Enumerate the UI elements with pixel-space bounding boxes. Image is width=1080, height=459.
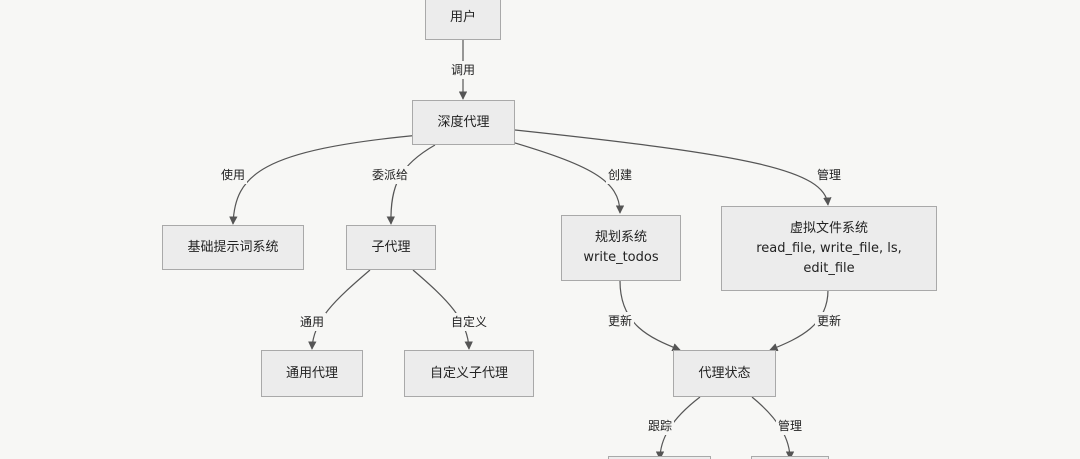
node-vfs-title: 虚拟文件系统 xyxy=(789,220,868,236)
edge-label-use: 使用 xyxy=(218,166,248,184)
node-vfs-tools-1: read_file, write_file, ls, xyxy=(756,240,902,256)
node-user-label: 用户 xyxy=(449,9,476,25)
node-planning-title: 规划系统 xyxy=(594,230,647,245)
edge-label-track: 跟踪 xyxy=(645,417,675,435)
node-deep-agent-label: 深度代理 xyxy=(437,114,490,130)
edge-label-delegate: 委派给 xyxy=(369,166,411,184)
node-deep-agent: 深度代理 xyxy=(412,100,515,145)
node-base-prompt-label: 基础提示词系统 xyxy=(187,239,279,255)
node-vfs-tools-2: edit_file xyxy=(803,260,855,276)
node-tracked-target xyxy=(608,456,711,459)
node-general-agent: 通用代理 xyxy=(261,350,363,397)
node-planning-tool: write_todos xyxy=(583,250,659,265)
node-general-agent-label: 通用代理 xyxy=(285,365,338,381)
edge-vfs-to-state xyxy=(769,289,829,352)
edge-label-call: 调用 xyxy=(448,61,478,79)
node-sub-agent-label: 子代理 xyxy=(371,239,411,255)
edge-label-update-right: 更新 xyxy=(814,312,844,330)
edge-label-create: 创建 xyxy=(605,166,635,184)
edge-deep-agent-to-sub-agent xyxy=(386,144,436,225)
edge-deep-agent-to-planning xyxy=(504,139,625,214)
edge-label-manage: 管理 xyxy=(814,166,844,184)
node-planning-system: 规划系统 write_todos xyxy=(561,215,681,281)
node-agent-state-label: 代理状态 xyxy=(698,365,751,381)
edge-deep-agent-to-base-prompt xyxy=(229,134,421,225)
edge-label-update-left: 更新 xyxy=(605,312,635,330)
edge-sub-agent-to-general xyxy=(308,269,371,350)
node-base-prompt: 基础提示词系统 xyxy=(162,225,304,270)
edge-deep-agent-to-vfs xyxy=(514,129,832,206)
node-sub-agent: 子代理 xyxy=(346,225,436,270)
node-custom-sub-agent-label: 自定义子代理 xyxy=(429,365,508,381)
edge-sub-agent-to-custom xyxy=(412,269,473,350)
node-managed-target xyxy=(751,456,829,459)
edge-label-manage-state: 管理 xyxy=(775,417,805,435)
edge-label-custom: 自定义 xyxy=(448,313,490,331)
edge-planning-to-state xyxy=(619,280,681,352)
node-custom-sub-agent: 自定义子代理 xyxy=(404,350,534,397)
node-agent-state: 代理状态 xyxy=(673,350,776,397)
node-virtual-file-system: 虚拟文件系统 read_file, write_file, ls, edit_f… xyxy=(721,206,937,291)
edge-label-general: 通用 xyxy=(297,313,327,331)
node-user: 用户 xyxy=(425,0,501,40)
